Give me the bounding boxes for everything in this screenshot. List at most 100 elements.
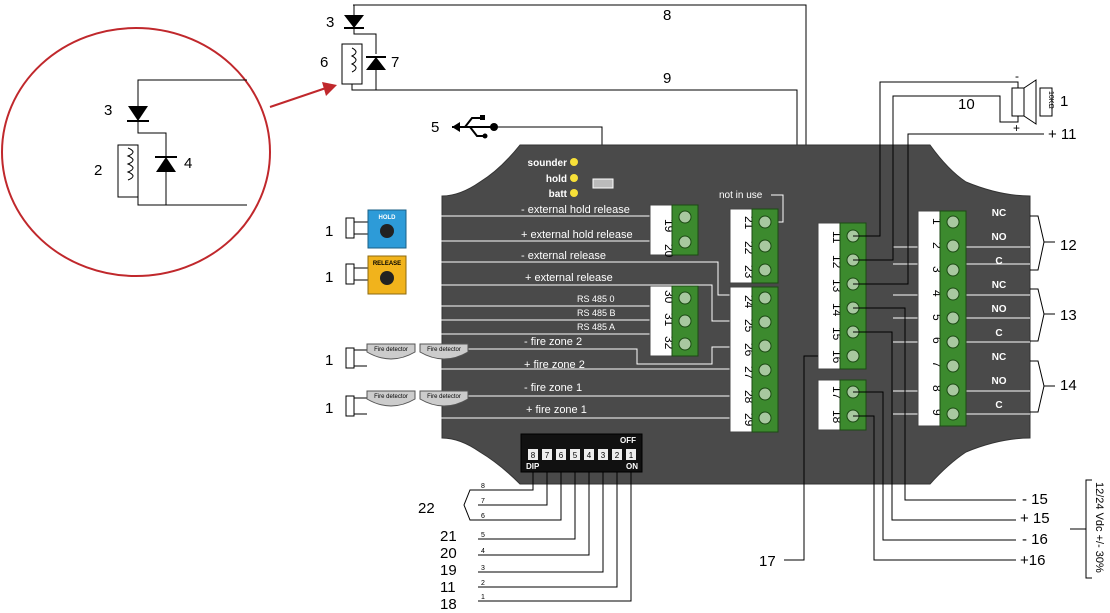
relay-group-braces: 12 13 14 (1030, 215, 1077, 413)
callout-plus-16: +16 (1020, 552, 1045, 569)
callout-3: 3 (326, 14, 334, 31)
contact-label: C (995, 400, 1002, 411)
callout-3: 3 (104, 102, 112, 119)
callout-20: 20 (440, 545, 457, 562)
usb-icon (452, 115, 498, 139)
callout-22: 22 (418, 500, 435, 517)
diode-icon (128, 106, 148, 121)
terminal-label: 3 (930, 266, 944, 273)
terminal-label: 4 (930, 290, 944, 297)
dip-toggles[interactable]: 8 7 6 5 4 3 2 1 (528, 449, 636, 460)
callout-17: 17 (759, 553, 776, 570)
callout-plus-15: + 15 (1020, 510, 1050, 527)
dip-switch[interactable]: OFF ON DIP 8 7 6 5 4 3 2 1 (520, 433, 643, 473)
diode-icon (156, 157, 176, 172)
terminal-label: 9 (930, 409, 944, 416)
contact-label: NO (992, 376, 1007, 387)
dip-switch-toggle[interactable]: 2 (615, 451, 620, 460)
terminal-screw (946, 239, 960, 253)
terminal-screw (846, 349, 860, 363)
diode-icon (344, 15, 364, 28)
terminal-screw (946, 383, 960, 397)
label-fire-zone-1-minus: - fire zone 1 (524, 382, 582, 394)
terminal-screw (946, 311, 960, 325)
label-rs485-a: RS 485 A (577, 322, 615, 332)
dip-wire-label: 6 (481, 513, 485, 520)
terminal-screw (758, 339, 772, 353)
terminal-screw (946, 215, 960, 229)
led-hold (570, 174, 578, 182)
contact-label: C (995, 256, 1002, 267)
sounder-output: 10KΩ - + 10 1 + 11 (853, 69, 1077, 285)
terminal-label: 5 (930, 314, 944, 321)
dip-switch-toggle[interactable]: 7 (545, 451, 550, 460)
contact-label: NO (992, 232, 1007, 243)
dip-switch-toggle[interactable]: 8 (531, 451, 536, 460)
terminal-screw (758, 363, 772, 377)
dip-wire-label: 1 (481, 594, 485, 601)
terminal-screw (946, 407, 960, 421)
label-rs485-0: RS 485 0 (577, 294, 615, 304)
dip-wire-label: 4 (481, 548, 485, 555)
dip-label: DIP (526, 462, 540, 471)
contact-label: C (995, 328, 1002, 339)
label-fire-zone-1-plus: + fire zone 1 (526, 404, 587, 416)
callout-5: 5 (431, 119, 439, 136)
callout-11: 11 (440, 579, 456, 596)
callout-12: 12 (1060, 237, 1077, 254)
terminal-screw (678, 291, 692, 305)
label-ext-release-minus: - external release (521, 250, 606, 262)
led-batt (570, 189, 578, 197)
terminal-screw (758, 215, 772, 229)
callout-10: 10 (958, 96, 975, 113)
callout-14: 14 (1060, 377, 1077, 394)
relay-coil-icon (126, 147, 134, 181)
dip-switch-toggle[interactable]: 3 (601, 451, 606, 460)
terminal-block-30-32: 30 31 32 (649, 285, 699, 357)
callout-2: 2 (94, 162, 102, 179)
led-label-batt: batt (549, 189, 568, 200)
terminal-screw (678, 337, 692, 351)
callout-1: 1 (325, 352, 333, 369)
terminal-screw (758, 315, 772, 329)
label-not-in-use: not in use (719, 190, 763, 201)
terminal-screw (946, 287, 960, 301)
dip-switch-toggle[interactable]: 5 (573, 451, 578, 460)
resistor-label: 10KΩ (1047, 91, 1054, 109)
fire-zone-1-detectors: Fire detector Fire detector 1 (325, 390, 469, 417)
relay-coil-icon (350, 47, 357, 73)
callout-21: 21 (440, 528, 457, 545)
fire-detector: Fire detector (419, 343, 469, 360)
terminal-label: 8 (930, 385, 944, 392)
relay-detail-zoom: 3 2 4 (1, 27, 337, 277)
svg-text:Fire detector: Fire detector (374, 347, 408, 353)
terminal-block-21-23: 21 22 23 (729, 208, 779, 284)
hold-button-label: HOLD (379, 215, 397, 221)
terminal-screw (758, 263, 772, 277)
label-rs485-b: RS 485 B (577, 308, 616, 318)
usb-port (592, 178, 614, 189)
terminal-screw (946, 263, 960, 277)
status-leds: sounder hold batt (528, 158, 614, 200)
contact-label: NC (992, 208, 1006, 219)
release-button: RELEASE 1 (325, 255, 407, 295)
callout-1: 1 (325, 400, 333, 417)
contact-label: NO (992, 304, 1007, 315)
dip-wire-label: 3 (481, 565, 485, 572)
dip-switch-toggle[interactable]: 1 (629, 451, 634, 460)
led-label-hold: hold (546, 174, 567, 185)
terminal-block-19-20: 19 20 (649, 204, 699, 258)
svg-text:Fire detector: Fire detector (427, 347, 461, 353)
dip-switch-toggle[interactable]: 6 (559, 451, 564, 460)
dip-switch-toggle[interactable]: 4 (587, 451, 592, 460)
hold-button (367, 209, 407, 249)
contact-label: NC (992, 280, 1006, 291)
terminal-label: 7 (930, 361, 944, 368)
terminal-block-1-9: 1 2 3 4 5 6 7 8 9 (917, 210, 967, 427)
callout-minus-15: - 15 (1022, 491, 1048, 508)
fire-detector: Fire detector (366, 343, 416, 360)
callout-minus-16: - 16 (1022, 531, 1048, 548)
dip-wire-label: 8 (481, 483, 485, 490)
callout-1: 1 (1060, 93, 1068, 110)
